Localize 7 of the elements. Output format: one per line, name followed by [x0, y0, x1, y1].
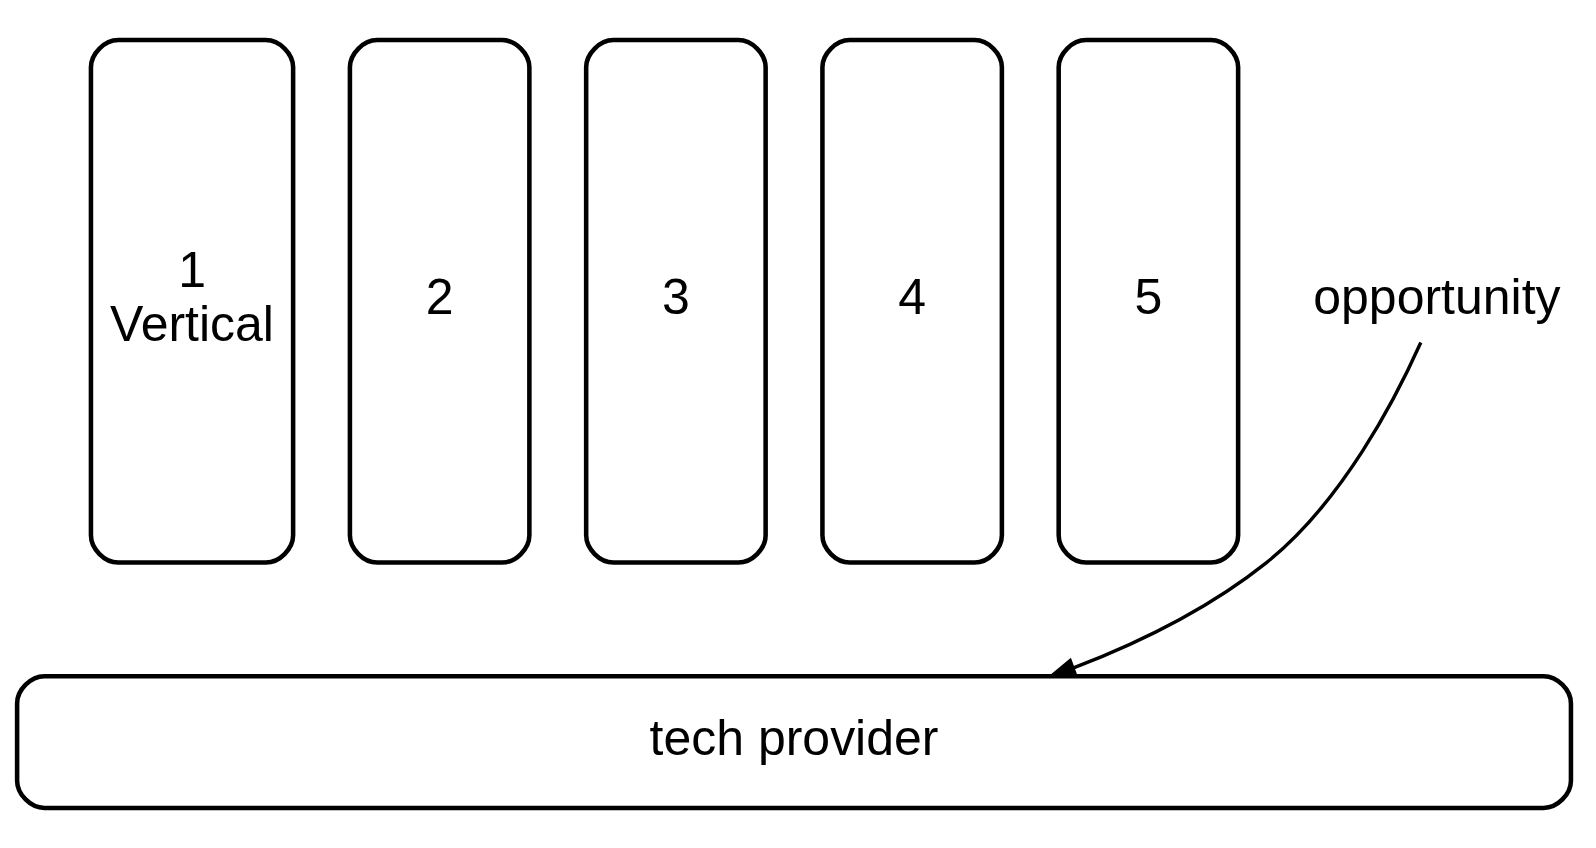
node-box: 2	[347, 37, 532, 565]
node-box: 4	[820, 37, 1005, 565]
node-text: opportunity	[1313, 269, 1561, 326]
node-box: tech provider	[14, 673, 1574, 811]
node-box: 5	[1056, 37, 1241, 565]
node-box: 1 Vertical	[88, 37, 296, 565]
node-box: 3	[583, 37, 768, 565]
